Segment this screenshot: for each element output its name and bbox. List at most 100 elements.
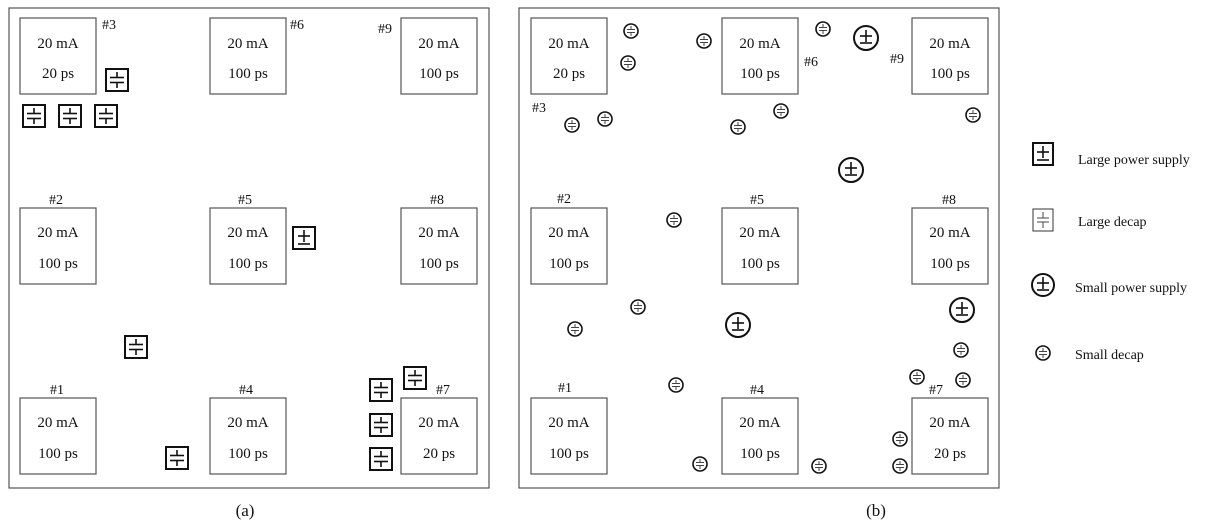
large-decap-icon bbox=[58, 104, 82, 128]
small-decap-icon bbox=[1035, 345, 1051, 361]
block-7: 20 mA 20 ps #7 bbox=[911, 383, 989, 475]
block-number: #2 bbox=[49, 193, 63, 208]
block-4: 20 mA 100 ps #4 bbox=[209, 383, 287, 475]
small-decap-icon bbox=[567, 321, 583, 337]
block-current: 20 mA bbox=[227, 415, 268, 431]
block-9: 20 mA 100 ps #9 bbox=[378, 17, 478, 95]
block-3: 20 mA 20 ps #3 bbox=[530, 17, 608, 116]
small-decap-icon bbox=[953, 342, 969, 358]
block-number: #1 bbox=[558, 381, 572, 396]
block-5: 20 mA 100 ps #5 bbox=[209, 193, 287, 285]
legend-label: Small power supply bbox=[1075, 281, 1187, 296]
legend-label: Small decap bbox=[1075, 348, 1144, 363]
block-rect bbox=[400, 397, 478, 475]
small-decap-icon bbox=[597, 111, 613, 127]
block-number: #5 bbox=[238, 193, 252, 208]
small-decap-icon bbox=[564, 117, 580, 133]
small-power-supply-icon bbox=[725, 312, 751, 338]
block-number: #8 bbox=[942, 193, 956, 208]
legend-label: Large power supply bbox=[1078, 153, 1190, 168]
legend-item-small-decap: Small decap bbox=[1035, 345, 1144, 363]
block-time: 100 ps bbox=[228, 66, 268, 82]
small-decap-icon bbox=[623, 23, 639, 39]
panel-a: 20 mA 20 ps #3 20 mA 100 ps #6 20 mA 100… bbox=[8, 7, 490, 520]
block-time: 100 ps bbox=[419, 66, 459, 82]
block-current: 20 mA bbox=[227, 36, 268, 52]
block-time: 100 ps bbox=[549, 446, 589, 462]
small-decap-icon bbox=[696, 33, 712, 49]
block-rect bbox=[19, 17, 97, 95]
block-number: #7 bbox=[929, 383, 943, 398]
block-number: #5 bbox=[750, 193, 764, 208]
small-power-supply-icon bbox=[838, 157, 864, 183]
block-current: 20 mA bbox=[548, 225, 589, 241]
block-time: 100 ps bbox=[228, 256, 268, 272]
block-current: 20 mA bbox=[37, 225, 78, 241]
block-time: 100 ps bbox=[38, 256, 78, 272]
small-decap-icon bbox=[909, 369, 925, 385]
block-current: 20 mA bbox=[739, 415, 780, 431]
block-current: 20 mA bbox=[739, 36, 780, 52]
block-time: 20 ps bbox=[423, 446, 455, 462]
block-7: 20 mA 20 ps #7 bbox=[400, 383, 478, 475]
block-time: 20 ps bbox=[934, 446, 966, 462]
block-current: 20 mA bbox=[929, 415, 970, 431]
block-rect bbox=[530, 207, 608, 285]
block-rect bbox=[400, 17, 478, 95]
block-time: 20 ps bbox=[42, 66, 74, 82]
small-decap-icon bbox=[955, 372, 971, 388]
block-number: #9 bbox=[890, 52, 904, 67]
small-decap-icon bbox=[773, 103, 789, 119]
block-5: 20 mA 100 ps #5 bbox=[721, 193, 799, 285]
legend-item-large-decap: Large decap bbox=[1032, 208, 1147, 232]
block-2: 20 mA 100 ps #2 bbox=[19, 193, 97, 285]
block-6: 20 mA 100 ps #6 bbox=[209, 17, 304, 95]
block-current: 20 mA bbox=[548, 36, 589, 52]
block-number: #6 bbox=[804, 55, 818, 70]
large-decap-icon bbox=[124, 335, 148, 359]
block-8: 20 mA 100 ps #8 bbox=[400, 193, 478, 285]
legend: Large power supply Large decap Small pow… bbox=[1031, 142, 1190, 363]
block-current: 20 mA bbox=[418, 415, 459, 431]
block-time: 100 ps bbox=[930, 66, 970, 82]
block-number: #1 bbox=[50, 383, 64, 398]
large-decap-icon bbox=[369, 447, 393, 471]
block-time: 100 ps bbox=[740, 446, 780, 462]
panel-b-caption: (b) bbox=[866, 501, 886, 520]
block-rect bbox=[209, 17, 287, 95]
large-power-supply-icon bbox=[292, 226, 316, 250]
block-number: #4 bbox=[750, 383, 764, 398]
panel-b-border bbox=[518, 7, 1000, 489]
block-current: 20 mA bbox=[37, 36, 78, 52]
block-rect bbox=[400, 207, 478, 285]
small-decap-icon bbox=[620, 55, 636, 71]
large-decap-icon bbox=[165, 446, 189, 470]
block-time: 20 ps bbox=[553, 66, 585, 82]
block-time: 100 ps bbox=[38, 446, 78, 462]
legend-label: Large decap bbox=[1078, 215, 1147, 230]
block-current: 20 mA bbox=[929, 36, 970, 52]
large-decap-icon bbox=[1032, 208, 1054, 232]
block-number: #3 bbox=[532, 101, 546, 116]
small-power-supply-icon bbox=[949, 297, 975, 323]
block-9: 20 mA 100 ps #9 bbox=[890, 17, 989, 95]
small-decap-icon bbox=[892, 431, 908, 447]
large-power-supply-icon bbox=[1032, 142, 1054, 166]
block-time: 100 ps bbox=[549, 256, 589, 272]
block-number: #9 bbox=[378, 22, 392, 37]
block-rect bbox=[911, 207, 989, 285]
block-rect bbox=[721, 397, 799, 475]
block-rect bbox=[721, 207, 799, 285]
block-number: #2 bbox=[557, 192, 571, 207]
block-current: 20 mA bbox=[929, 225, 970, 241]
block-current: 20 mA bbox=[37, 415, 78, 431]
large-decap-icon bbox=[94, 104, 118, 128]
block-time: 100 ps bbox=[228, 446, 268, 462]
small-power-supply-icon bbox=[1031, 273, 1055, 297]
block-number: #6 bbox=[290, 18, 304, 33]
block-number: #3 bbox=[102, 18, 116, 33]
small-decap-icon bbox=[692, 456, 708, 472]
block-current: 20 mA bbox=[739, 225, 780, 241]
large-decap-icon bbox=[369, 413, 393, 437]
